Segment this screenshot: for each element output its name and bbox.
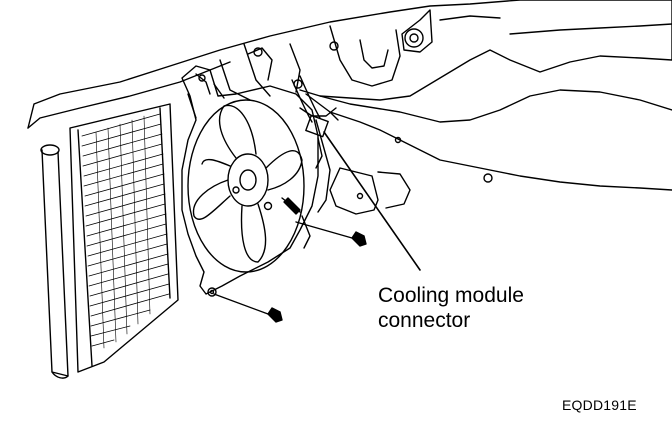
callout-leader-line [323,131,421,271]
side-frame-bracket [299,89,672,215]
mounting-bolt-right [295,221,367,247]
mounting-bolt-bottom [213,293,283,323]
cooling-module-connector-label: Cooling module connector [378,283,524,333]
callout-line-2: connector [378,309,471,332]
fan-shroud [181,47,319,297]
wire-harness [291,75,339,169]
callout-line-1: Cooling module [378,284,524,307]
figure-code: EQDD191E [562,397,637,413]
mounting-bolt-center [281,197,301,215]
side-tank-cylinder [40,144,69,379]
radiator-core [69,103,179,373]
upper-body-panel [27,0,672,129]
fan-assembly [187,99,305,273]
